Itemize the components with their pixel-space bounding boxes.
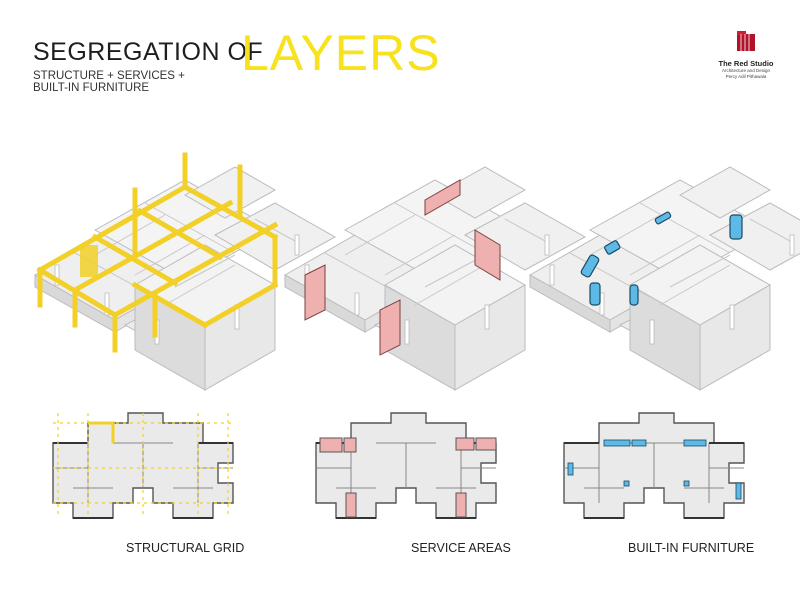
page-subtitle: STRUCTURE + SERVICES + BUILT-IN FURNITUR…	[33, 70, 185, 94]
service-areas	[319, 437, 497, 518]
studio-architect: Percy Adil Pithawala	[725, 74, 767, 79]
structural-frame	[36, 152, 279, 353]
caption-structural-grid: STRUCTURAL GRID	[126, 541, 245, 555]
plan-structural	[52, 412, 234, 519]
page-title: SEGREGATION OF	[33, 38, 264, 66]
structural-grid-lines	[53, 413, 233, 518]
studio-name: The Red Studio	[718, 59, 774, 68]
studio-logo: The Red Studio Architecture and Design P…	[716, 30, 776, 80]
page-title-accent: LAYERS	[241, 25, 441, 81]
axon-services	[284, 166, 586, 391]
studio-logo-icon	[737, 31, 755, 51]
structural-core	[80, 245, 98, 277]
studio-tagline: Architecture and Design	[721, 68, 771, 73]
caption-service-areas: SERVICE AREAS	[411, 541, 511, 555]
structural-highlight	[88, 421, 115, 443]
plan-services	[315, 412, 497, 519]
caption-builtin-furniture: BUILT-IN FURNITURE	[628, 541, 755, 555]
axon-furniture	[529, 166, 800, 391]
builtin-furniture	[567, 439, 742, 500]
furniture-items	[580, 211, 743, 306]
service-zones	[304, 179, 501, 356]
axon-structural	[34, 152, 336, 391]
plan-furniture	[563, 412, 745, 519]
